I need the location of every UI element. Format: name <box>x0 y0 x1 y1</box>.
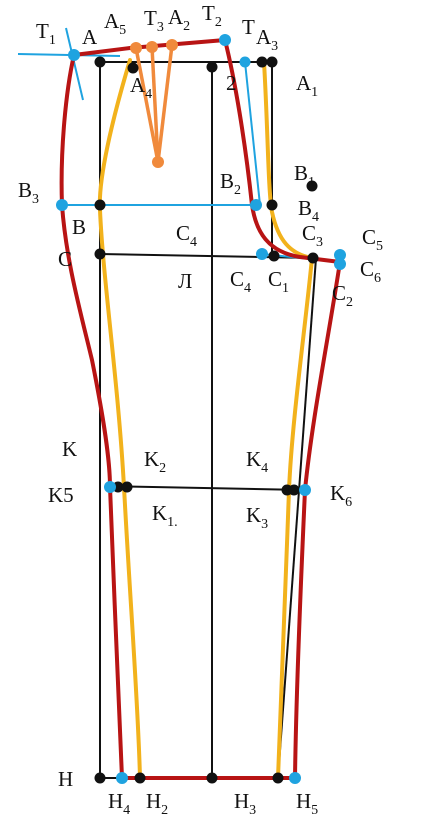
inner-contour <box>97 58 314 780</box>
point-a2 <box>166 39 178 51</box>
point-t <box>239 56 251 68</box>
label-2: 2 <box>226 71 237 95</box>
point-dart-apex <box>152 156 164 168</box>
label-k: K <box>62 437 77 461</box>
label-b4: B4 <box>298 196 319 225</box>
point-a3-1 <box>256 56 268 68</box>
label-k1: K1. <box>152 501 178 530</box>
label-b3: B3 <box>18 178 39 207</box>
label-a3: A3 <box>256 25 278 54</box>
point-k6 <box>299 484 311 496</box>
outer-back-side-seam <box>59 53 124 780</box>
label-c2: C2 <box>332 281 353 310</box>
dart-points <box>130 39 178 168</box>
point-c4 <box>256 248 268 260</box>
point-b3 <box>56 199 68 211</box>
point-b1 <box>306 180 318 192</box>
label-b2: B2 <box>220 169 241 198</box>
label-h5: H5 <box>296 789 318 818</box>
point-b <box>94 199 106 211</box>
label-h2: H2 <box>146 789 168 818</box>
label-k5: K5 <box>48 483 74 507</box>
label-c1: C1 <box>268 267 289 296</box>
point-b2 <box>250 199 262 211</box>
label-a: A <box>82 25 98 49</box>
point-c6 <box>334 258 346 270</box>
label-t3: T3 <box>144 6 164 35</box>
label-c3: C3 <box>302 221 323 250</box>
label-h4: H4 <box>108 789 130 818</box>
inner-back-outline <box>97 58 142 780</box>
point-l-bottom <box>206 772 218 784</box>
front-waist-guide <box>244 61 261 206</box>
point-t3 <box>146 41 158 53</box>
label-k3: K3 <box>246 503 268 532</box>
point-t1 <box>68 49 80 61</box>
label-t1: T1 <box>36 19 56 48</box>
label-b: B <box>72 215 86 239</box>
point-a <box>94 56 106 68</box>
t1-slanted-tick <box>65 27 84 101</box>
label-t: T <box>242 15 255 39</box>
label-c5: C5 <box>362 225 383 254</box>
label-a2: A2 <box>168 5 190 34</box>
point-h2 <box>134 772 146 784</box>
label-c6: C6 <box>360 257 381 286</box>
point-b4 <box>266 199 278 211</box>
point-c3 <box>307 252 319 264</box>
point-a3-2 <box>266 56 278 68</box>
dart-leg-middle <box>150 46 160 163</box>
label-a4: A4 <box>130 73 152 102</box>
label-c4-lower: C4 <box>230 267 251 296</box>
point-c <box>94 248 106 260</box>
label-t2: T2 <box>202 1 222 30</box>
dart-leg-left <box>134 47 160 163</box>
dart-leg-right <box>156 44 174 163</box>
label-a1: A1 <box>296 71 318 100</box>
label-k2: K2 <box>144 447 166 476</box>
point-h5 <box>289 772 301 784</box>
knee-line <box>104 485 306 491</box>
point-c5 <box>334 249 346 261</box>
right-inseam-guide <box>277 257 317 779</box>
label-h3: H3 <box>234 789 256 818</box>
point-k5 <box>104 481 116 493</box>
label-a5: A5 <box>104 9 126 38</box>
outer-front-seam <box>223 38 342 780</box>
label-b1: B1 <box>294 161 315 190</box>
outer-contour <box>59 38 342 780</box>
point-t2 <box>219 34 231 46</box>
point-c1 <box>268 250 280 262</box>
point-t-top <box>206 61 218 73</box>
point-h4 <box>116 772 128 784</box>
waist-dart <box>134 44 174 163</box>
label-c4-upper: C4 <box>176 221 197 250</box>
point-labels: T1 A A5 T3 A2 T2 T A3 A4 2 A1 B3 B2 B1 B… <box>18 1 383 818</box>
point-k4 <box>288 484 300 496</box>
derived-points <box>56 34 346 784</box>
point-h3 <box>272 772 284 784</box>
inner-front-outline <box>262 60 314 780</box>
label-k6: K6 <box>330 481 352 510</box>
label-k4: K4 <box>246 447 268 476</box>
label-h: H <box>58 767 73 791</box>
point-k2 <box>121 481 133 493</box>
point-a5 <box>130 42 142 54</box>
point-a4 <box>127 62 139 74</box>
label-c: C <box>58 247 72 271</box>
point-h <box>94 772 106 784</box>
label-l: Л <box>178 269 192 293</box>
